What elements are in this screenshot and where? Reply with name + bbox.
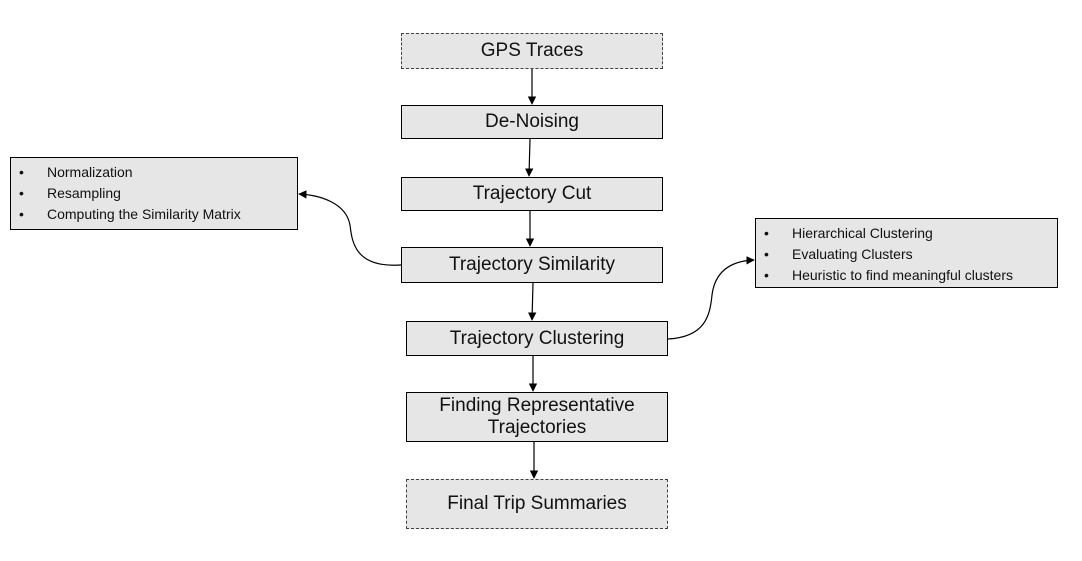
arrow-clustering-to-notes	[667, 256, 755, 340]
trajectory-cut-box: Trajectory Cut	[401, 177, 663, 211]
trajectory-clustering-box: Trajectory Clustering	[406, 321, 668, 356]
clustering-note-item: Evaluating Clusters	[764, 244, 1049, 265]
final-summaries-box: Final Trip Summaries	[406, 479, 668, 529]
clustering-note-item: Heuristic to find meaningful clusters	[764, 265, 1049, 286]
clustering-notes-box: Hierarchical Clustering Evaluating Clust…	[755, 218, 1058, 288]
gps-traces-box: GPS Traces	[401, 33, 663, 69]
similarity-notes-box: Normalization Resampling Computing the S…	[10, 157, 298, 230]
trajectory-similarity-box: Trajectory Similarity	[401, 247, 663, 283]
finding-representative-label: Finding Representative Trajectories	[439, 395, 635, 438]
trajectory-clustering-label: Trajectory Clustering	[449, 327, 625, 349]
trajectory-cut-label: Trajectory Cut	[472, 183, 592, 205]
similarity-note-item: Resampling	[19, 183, 289, 204]
clustering-note-item: Hierarchical Clustering	[764, 223, 1049, 244]
arrow-denoising-to-cut	[525, 138, 534, 177]
arrow-similarity-to-clustering	[528, 282, 537, 321]
trajectory-similarity-label: Trajectory Similarity	[448, 254, 616, 276]
denoising-label: De-Noising	[485, 111, 579, 133]
similarity-note-item: Normalization	[19, 162, 289, 183]
similarity-note-item: Computing the Similarity Matrix	[19, 204, 289, 225]
final-summaries-label: Final Trip Summaries	[447, 493, 627, 515]
gps-traces-label: GPS Traces	[480, 40, 584, 62]
arrow-similarity-to-notes	[298, 190, 402, 266]
denoising-box: De-Noising	[401, 105, 663, 139]
finding-representative-box: Finding Representative Trajectories	[406, 392, 668, 442]
